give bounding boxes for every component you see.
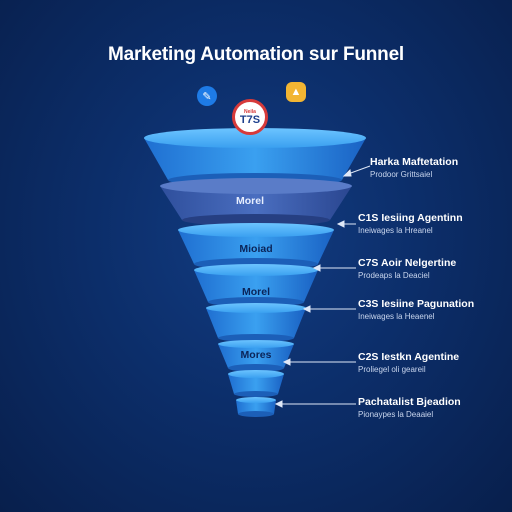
side-label-subtitle: Prodoor Grittsaiel xyxy=(370,170,433,179)
side-label-title: C7S Aoir Nelgertine xyxy=(358,257,457,269)
diagram-title: Marketing Automation sur Funnel xyxy=(107,44,405,65)
connector-arrow-5 xyxy=(282,358,356,366)
connector-arrow-6 xyxy=(274,400,356,408)
segment-label-6: Mores xyxy=(240,349,272,361)
side-label-subtitle: Ineiwages la Hreanel xyxy=(358,226,433,235)
segment-label-4: Morel xyxy=(241,286,270,298)
side-label-6: Pachatalist Bjeadion Pionaypes la Deaaie… xyxy=(358,396,508,419)
side-label-3: C7S Aoir Nelgertine Prodeaps la Deaciel xyxy=(358,257,508,280)
side-label-title: C2S Iestkn Agentine xyxy=(358,351,460,363)
badge-top-text: Neila xyxy=(244,108,256,115)
wrench-icon: ✎ xyxy=(197,86,217,106)
connector-arrow-1 xyxy=(342,165,371,177)
badge-main-text: T7S xyxy=(239,113,261,126)
side-label-5: C2S Iestkn Agentine Proliegel oli gearei… xyxy=(358,351,508,374)
side-label-1: Harka Maftetation Prodoor Grittsaiel xyxy=(370,156,512,179)
side-label-title: Harka Maftetation xyxy=(370,156,459,168)
connector-arrow-2 xyxy=(336,220,356,228)
side-label-2: C1S Iesiing Agentinn Ineiwages la Hreane… xyxy=(358,212,508,235)
funnel-segment-8 xyxy=(236,397,276,417)
funnel-segment-2 xyxy=(160,178,352,226)
connector-arrow-4 xyxy=(302,305,356,313)
funnel-segment-7 xyxy=(228,370,284,397)
side-label-subtitle: Pionaypes la Deaaiel xyxy=(358,410,434,419)
side-label-subtitle: Prodeaps la Deaciel xyxy=(358,271,430,280)
side-label-title: C3S Iesiine Pagunation xyxy=(358,298,475,310)
segment-label-2: Morel xyxy=(235,195,264,207)
side-label-title: C1S Iesiing Agentinn xyxy=(358,212,463,224)
funnel-segment-6 xyxy=(218,340,294,372)
bell-icon: ▲ xyxy=(286,82,306,102)
side-label-subtitle: Proliegel oli geareil xyxy=(358,365,426,374)
side-label-4: C3S Iesiine Pagunation Ineiwages la Heae… xyxy=(358,298,508,321)
side-label-title: Pachatalist Bjeadion xyxy=(358,396,461,408)
funnel-segment-5 xyxy=(206,303,306,342)
segment-label-3: Mioiad xyxy=(239,243,273,255)
side-label-subtitle: Ineiwages la Heaenel xyxy=(358,312,435,321)
brand-badge: Neila T7S xyxy=(232,99,268,135)
connector-arrow-3 xyxy=(312,264,356,272)
